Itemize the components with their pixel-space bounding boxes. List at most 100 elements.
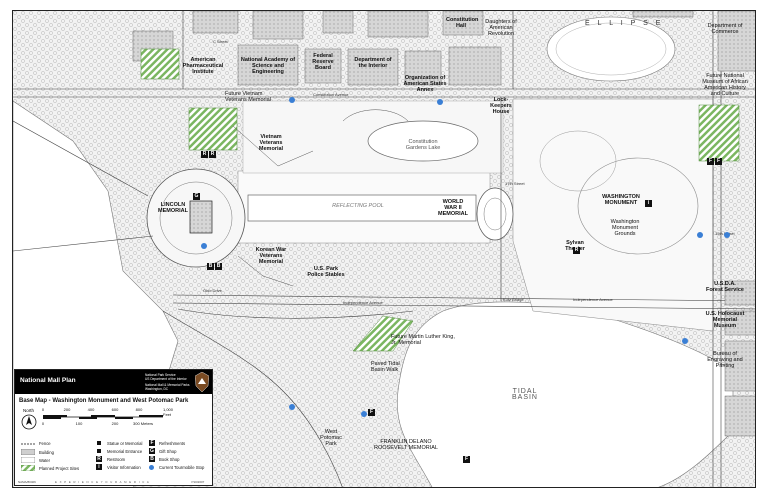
tourmobile-stop-1[interactable] [289,97,295,103]
legend-tourmobile: Current Tourmobile Stop [159,465,205,470]
label-west-potomac: West Potomac Park [320,429,342,447]
scale-tick-feet: 800 [135,407,143,412]
legend-gift-shop: Gift Shop [159,449,177,454]
restroom-icon[interactable]: R [573,247,580,254]
tagline: E X P E R I E N C E Y O U R A M E R I C … [55,480,150,484]
refreshments-icon[interactable]: F [715,158,722,165]
label-am-pharm: American Pharmaceutical Institute [182,57,224,75]
map-code: NAMA/80406 [18,480,36,484]
label-ww2: WORLD WAR II MEMORIAL [438,199,468,217]
washington-grounds [512,98,714,332]
restroom-legend-icon: R [96,456,102,462]
scale-tick-meters: 100 [75,421,83,426]
label-interior: Department of the Interior [354,57,392,69]
ellipse-lawn [546,16,676,82]
label-us-park-police: U.S. Park Police Stables [307,266,345,278]
refreshments-icon[interactable]: F [368,409,375,416]
agency-line-2: National Mall & Memorial Parks Washingto… [145,383,189,391]
label-ellipse: E L L I P S E [585,20,664,27]
fence-swatch [21,443,35,445]
label-fed-reserve: Federal Reserve Board [312,53,334,71]
planned-site-1 [140,48,180,80]
tourmobile-stop-8[interactable] [361,411,367,417]
bookshop-icon[interactable]: B [215,263,222,270]
scale-tick-feet: 1,000 Feet [163,407,174,417]
legend-restroom: Restroom [107,457,126,462]
tourmobile-stop-7[interactable] [289,404,295,410]
tourmobile-stop-3[interactable] [201,243,207,249]
tourmobile-stop-2[interactable] [437,99,443,105]
water-swatch [21,457,35,463]
legend-statue: Statue or Memorial [107,441,143,446]
statue-icon [97,441,101,445]
planned-site-2 [188,107,238,151]
label-independence-ave-2: Independence Avenue [573,297,613,302]
visitor-info-icon[interactable]: i [645,200,652,207]
label-nat-academy: National Academy of Science and Engineer… [240,57,296,75]
reflecting-pool [247,194,477,222]
scale-tick-feet: 0 [41,407,45,412]
label-african-american: Future National Museum of African Americ… [702,73,748,97]
label-washington: WASHINGTON MONUMENT [602,194,640,206]
agency-dc: Washington, DC [145,387,169,391]
scale-tick-feet: 200 [63,407,71,412]
restroom-icon[interactable]: R [209,151,216,158]
scale-bar-graphic [43,415,163,419]
legend-book-shop: Book Shop [159,457,180,462]
legend-header: National Mall Plan National Park Service… [15,370,212,394]
label-constitution-gardens: Constitution Gardens Lake [405,139,441,151]
memorial-entrance-icon [97,449,101,453]
label-tidal-basin: TIDAL BASIN [511,388,538,401]
label-paved-tidal: Paved Tidal Basin Walk [371,361,400,373]
gift-shop-legend-icon: G [149,448,155,454]
label-commerce: Department of Commerce [707,23,743,35]
scale-tick-feet: 400 [87,407,95,412]
label-constitution-ave: Constitution Avenue [313,92,349,97]
label-c-street: C Street [213,39,228,44]
scale-tick-meters: 0 [41,421,45,426]
legend-title: National Mall Plan [20,377,76,384]
legend-building: Building [39,450,54,455]
label-independence-ave: Independence Avenue [343,300,383,305]
bookshop-icon[interactable]: B [207,263,214,270]
legend-water: Water [39,458,51,463]
legend-refreshments: Refreshments [159,441,186,446]
north-arrow-icon [21,414,37,430]
lincoln-building [189,200,213,234]
label-korean: Korean War Veterans Memorial [255,247,287,265]
refreshments-icon[interactable]: F [463,456,470,463]
map-date: 7/10/2007 [191,480,205,484]
tourmobile-stop-4[interactable] [697,232,703,238]
legend-memorial-entrance: Memorial Entrance [107,449,143,454]
label-dar: Daughters of American Revolution [485,19,517,37]
legend-subtitle: Base Map - Washington Monument and West … [19,398,189,404]
legend-visitor-info: Visitor Information [107,465,141,470]
tourmobile-legend-icon [149,465,154,470]
ww2-plaza [476,187,514,241]
scale-bar: 0 200 400 600 800 1,000 Feet 0 100 200 3… [37,407,187,436]
label-lockkeepers: Lock-Keepers House [490,97,512,115]
planned-site-4 [352,315,414,352]
label-kutz-bridge: Kutz Bridge [503,297,524,302]
label-future-vietnam: Future Vietnam Veterans Memorial [225,91,271,103]
label-constitution-hall: Constitution Hall [446,17,479,29]
planned-site-swatch [21,465,35,471]
tourmobile-stop-5[interactable] [724,232,730,238]
label-vietnam: Vietnam Veterans Memorial [258,134,284,152]
tourmobile-stop-6[interactable] [682,338,688,344]
agency-doi: US Department of the Interior [145,377,187,381]
north-label: North [23,408,35,413]
agency-nama: National Mall & Memorial Parks [145,383,190,387]
bookshop-legend-icon: B [149,456,155,462]
label-washington-grounds: Washington Monument Grounds [610,219,640,237]
visitor-info-legend-icon: i [96,464,102,470]
refreshments-legend-icon: F [149,440,155,446]
gift-shop-icon[interactable]: G [193,193,200,200]
constitution-lake [367,120,479,162]
label-engraving: Bureau of Engraving and Printing [707,351,743,369]
restroom-icon[interactable]: R [201,151,208,158]
refreshments-icon[interactable]: F [707,158,714,165]
legend-fence: Fence [39,441,51,446]
label-holocaust: U.S. Holocaust Memorial Museum [705,311,745,329]
building-swatch [21,449,35,455]
